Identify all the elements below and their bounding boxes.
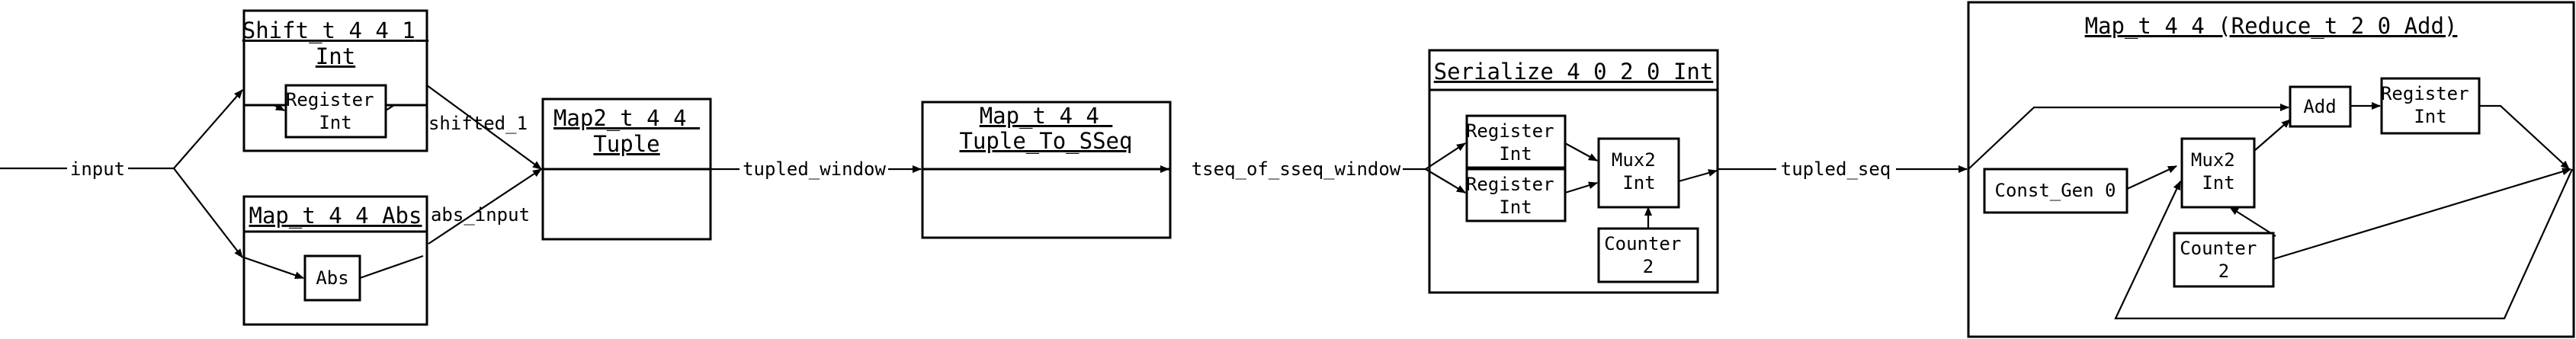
reduce-add-box: [2289, 85, 2352, 128]
map-sseq-module-title-line2: Tuple_To_SSeq: [960, 128, 1133, 155]
serialize-module-box: [1428, 49, 1719, 294]
wire-input-to-shift: [173, 89, 243, 169]
wire-mux-to-serialize-out: [1678, 169, 1718, 183]
wire-reduce-in-to-add: [1968, 104, 2289, 170]
reduce-add-label: Add: [2303, 96, 2336, 117]
reduce-counter-box: [2173, 232, 2275, 288]
reduce-mux-line2: Int: [2202, 172, 2234, 193]
edge-label-input: input: [70, 158, 125, 180]
serialize-module-title: Serialize 4 0 2 0 Int: [1434, 59, 1714, 85]
map-abs-module-title: Map_t 4 4 Abs: [249, 203, 422, 229]
shift-module-title-line2: Int: [316, 43, 355, 69]
edge-label-tupled-seq: tupled_seq: [1781, 158, 1891, 180]
shift-module: Shift_t 4 4 1 Int Register Int: [242, 9, 428, 139]
wire-counter-to-mux-reduce: [2229, 206, 2276, 237]
reduce-mux-label: Mux2 Int: [2191, 149, 2246, 193]
shift-register-box: [284, 84, 387, 139]
serialize-register-top-box: [1465, 114, 1567, 169]
serialize-mux-line1: Mux2: [1612, 149, 1656, 171]
serialize-register-top-line2: Int: [1499, 143, 1532, 165]
abs-label: Abs: [316, 267, 348, 289]
wire-tseq-to-register-bottom: [1425, 168, 1466, 193]
edge-label-shifted: shifted_1: [428, 113, 528, 134]
shift-module-title-line1: Shift_t 4 4 1: [242, 18, 415, 44]
serialize-counter-box: [1597, 227, 1699, 283]
map2-module-title-line1: Map2_t 4 4: [553, 105, 687, 132]
reduce-module: Map_t 4 4 (Reduce_t 2 0 Add) Const_Gen 0…: [1967, 1, 2575, 338]
serialize-mux-label: Mux2 Int: [1612, 149, 1667, 193]
map-abs-module: Map_t 4 4 Abs Abs: [242, 195, 428, 326]
edge-labels: input shifted_1 abs_input tupled_window …: [70, 113, 1891, 225]
wire-abs-input-to-map2: [428, 168, 542, 245]
serialize-register-bottom-line1: Register: [1466, 174, 1554, 195]
reduce-counter-line1: Counter: [2180, 238, 2257, 259]
wire-input-to-map-abs: [173, 168, 243, 258]
map2-module-title: Map2_t 4 4 Tuple: [553, 105, 700, 157]
map2-module-title-line2: Tuple: [593, 131, 659, 157]
serialize-mux-box: [1597, 137, 1680, 209]
abs-box: [303, 254, 361, 302]
edge-label-tupled-window: tupled_window: [743, 158, 886, 180]
serialize-counter-line2: 2: [1643, 256, 1654, 277]
reduce-register-line2: Int: [2414, 106, 2446, 127]
serialize-register-top-line1: Register: [1466, 120, 1554, 142]
wire-feedback-loop: [2114, 168, 2574, 320]
edge-label-abs-input: abs_input: [431, 204, 530, 225]
reduce-counter-label: Counter 2: [2180, 238, 2268, 282]
serialize-mux-line2: Int: [1622, 172, 1655, 193]
serialize-register-bottom-box: [1465, 168, 1567, 222]
reduce-mux-box: [2180, 137, 2256, 209]
wire-tseq-to-register-top: [1425, 142, 1466, 170]
wire-abs-out: [359, 254, 424, 280]
wire-abs-in: [243, 256, 304, 280]
wire-register-top-to-mux: [1564, 142, 1598, 162]
serialize-register-top-label: Register Int: [1466, 120, 1565, 165]
serialize-counter-line1: Counter: [1604, 233, 1681, 254]
reduce-module-box: [1967, 1, 2575, 338]
serialize-counter-label: Counter 2: [1604, 233, 1692, 277]
reduce-register-line1: Register: [2381, 83, 2469, 104]
serialize-register-bottom-line2: Int: [1499, 197, 1532, 218]
reduce-register-box: [2380, 77, 2481, 135]
wire-shifted-to-map2: [426, 85, 542, 170]
wire-register-to-output: [2479, 104, 2570, 170]
reduce-const-gen-label: Const_Gen 0: [1995, 180, 2116, 201]
reduce-counter-line2: 2: [2218, 261, 2229, 282]
wire-counter-to-output: [2273, 168, 2571, 261]
edge-label-tseq: tseq_of_sseq_window: [1192, 158, 1401, 180]
map-sseq-module-title: Map_t 4 4 Tuple_To_SSeq: [960, 103, 1133, 155]
shift-register-label-line2: Int: [319, 112, 351, 133]
reduce-const-gen-box: [1983, 168, 2128, 214]
shift-module-frame: [242, 9, 428, 152]
serialize-register-bottom-label: Register Int: [1466, 174, 1565, 218]
shift-module-title: Shift_t 4 4 1 Int: [242, 18, 428, 69]
wire-const-gen-to-mux: [2126, 165, 2177, 190]
serialize-module: Serialize 4 0 2 0 Int Register Int Regis…: [1428, 49, 1719, 294]
shift-register-label-line1: Register: [286, 89, 374, 110]
reduce-module-title: Map_t 4 4 (Reduce_t 2 0 Add): [2085, 13, 2458, 40]
wire-register-bottom-to-mux: [1564, 181, 1598, 194]
wire-mux-to-add: [2254, 119, 2291, 152]
reduce-register-label: Register Int: [2381, 83, 2480, 127]
map-sseq-module: Map_t 4 4 Tuple_To_SSeq: [921, 101, 1172, 239]
map2-module: Map2_t 4 4 Tuple: [541, 98, 712, 241]
shift-register-label: Register Int: [286, 89, 385, 133]
map-sseq-module-title-line1: Map_t 4 4: [980, 103, 1099, 130]
map-abs-module-box: [242, 195, 428, 326]
reduce-mux-line1: Mux2: [2191, 149, 2235, 171]
